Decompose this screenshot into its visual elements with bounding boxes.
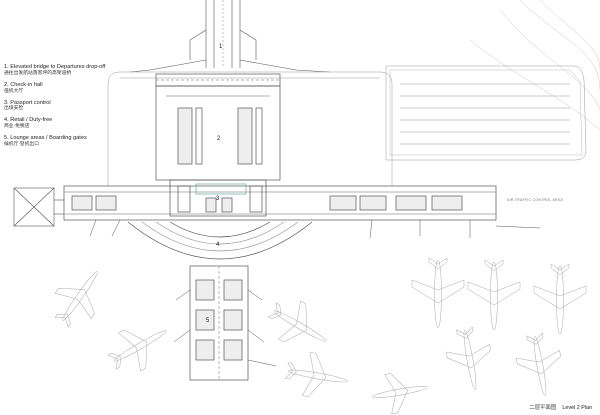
plan-caption: 二层平面图 Level 2 Plan [529,403,592,411]
legend-item: 5. Lounge areas / Boarding gates 候机厅·登机出… [4,135,116,148]
legend-number: 4 [4,117,8,124]
elevated-bridge [129,0,331,73]
legend-number: 2 [4,81,8,88]
legend-label-en: Lounge areas / Boarding gates [10,135,87,142]
zone-number-5: 5 [206,318,210,324]
west-structure [13,187,64,227]
legend-item: 2. Check-in hall 值机大厅 [4,82,116,95]
boarding-bridges [89,219,541,367]
plan-legend: 1. Elevated bridge to Departures drop-of… [4,64,116,153]
legend-label-en: Check-in hall [10,81,43,88]
legend-label-en: Elevated bridge to Departures drop-off [10,64,106,70]
legend-number: 1 [4,64,8,70]
aircraft-outlines [54,257,587,415]
atc-area-label: AIR TRAFFIC CONTROL AREA [507,198,563,202]
legend-label-zh: 通往出发航站落客坪的高架道桥 [4,70,72,76]
legend-label-zh: 商业·免税店 [4,124,30,130]
cross-concourse [63,185,497,221]
legend-item: 3. Passport control 出境安检 [4,100,116,113]
legend-item: 4. Retail / Duty-free 商业·免税店 [4,117,116,130]
caption-en: Level 2 Plan [562,405,592,411]
legend-label-zh: 候机厅·登机出口 [4,141,40,147]
legend-number: 5 [4,135,8,142]
forecourt-road [107,71,393,186]
passport-control-core [169,179,267,217]
legend-label-en: Retail / Duty-free [10,117,53,124]
retail-arc [127,221,313,260]
legend-number: 3 [4,99,8,106]
zone-number-4: 4 [216,242,220,248]
car-park [385,65,587,161]
caption-zh: 二层平面图 [529,405,557,411]
zone-number-3: 3 [216,196,220,202]
legend-item: 1. Elevated bridge to Departures drop-of… [4,64,116,77]
check-in-hall [155,85,281,181]
zone-number-1: 1 [219,44,223,50]
legend-label-zh: 出境安检 [4,106,24,112]
landscape-contours [469,0,600,131]
zone-number-2: 2 [217,136,221,142]
legend-label-en: Passport control [10,99,51,106]
boarding-pier [189,265,249,381]
drop-off-curb [155,73,281,87]
legend-label-zh: 值机大厅 [4,88,24,94]
